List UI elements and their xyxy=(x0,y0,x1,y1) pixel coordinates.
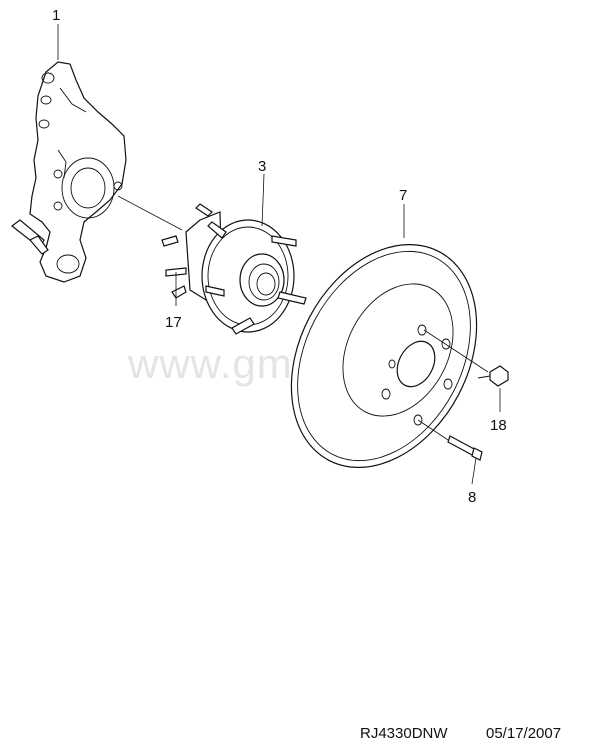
assembly-line-knuckle-hub xyxy=(117,195,183,231)
drawing-code: RJ4330DNW xyxy=(360,725,448,742)
hub-bearing-part xyxy=(161,203,307,335)
drawing-date: 05/17/2007 xyxy=(486,725,561,742)
knuckle-part xyxy=(11,61,127,283)
callout-part-8: 8 xyxy=(468,489,476,506)
callout-part-7: 7 xyxy=(399,187,407,204)
brake-disc-part xyxy=(290,243,478,469)
callout-part-17: 17 xyxy=(165,314,182,331)
screw-part xyxy=(477,365,509,387)
assembly-line-bolt xyxy=(417,419,449,441)
leader-part-3 xyxy=(261,173,265,227)
callout-part-18: 18 xyxy=(490,417,507,434)
bolt-part xyxy=(447,435,483,461)
callout-part-1: 1 xyxy=(52,7,60,24)
assembly-line-screw xyxy=(423,329,489,373)
callout-part-3: 3 xyxy=(258,158,266,175)
leader-part-8 xyxy=(471,457,477,485)
